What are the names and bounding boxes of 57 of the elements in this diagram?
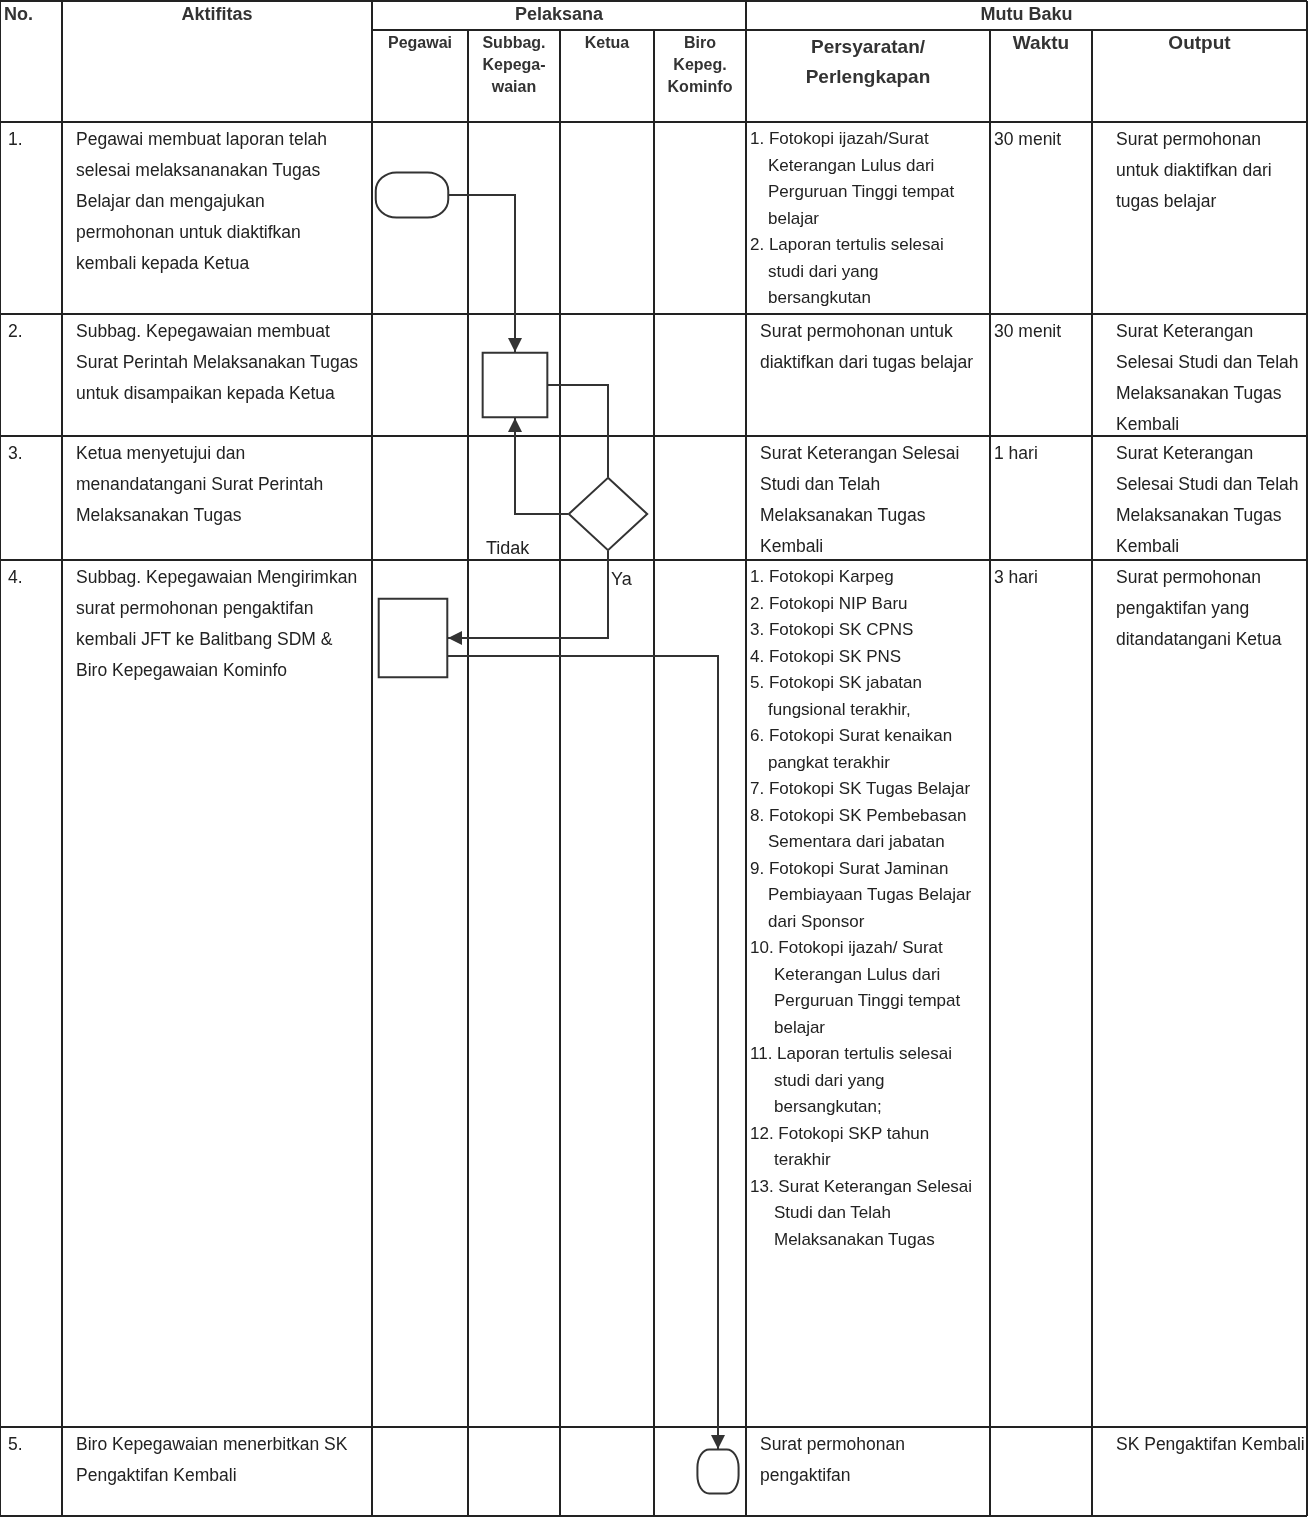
duration-text: 1 hari: [994, 442, 1039, 465]
requirement-item: 2. Fotokopi NIP Baru: [750, 592, 909, 615]
requirement-item: 9. Fotokopi Surat Jaminan Pembiayaan Tugas Belajar dari Sponsor: [750, 857, 973, 933]
cell-text: Surat permohonan untuk diaktifkan dari tugas belajar: [1116, 128, 1273, 213]
requirement-item: 3. Fotokopi SK CPNS: [750, 619, 915, 641]
row-number: 1.: [8, 128, 24, 151]
requirement-item: 4. Fotokopi SK PNS: [750, 645, 903, 668]
column-header: Biro Kepeg. Kominfo: [666, 33, 734, 97]
cell-text: Subbag. Kepegawaian Mengirimkan surat permohonan pengaktifan kembali JFT ke Balitbang SDM & Biro Kepegawaian Kominfo: [76, 566, 359, 682]
column-header: Subbag. Kepega- waian: [481, 33, 547, 97]
requirement-item: 2. Laporan tertulis selesai studi dari yang bersangkutan: [750, 234, 945, 309]
column-header: Waktu: [1011, 32, 1071, 54]
duration-text: 30 menit: [994, 128, 1063, 151]
requirement-item: 7. Fotokopi SK Tugas Belajar: [750, 778, 972, 800]
requirement-item: 11. Laporan tertulis selesai studi dari yang bersangkutan;: [750, 1043, 953, 1118]
column-header: Mutu Baku: [979, 3, 1074, 25]
cell-text: Surat Keterangan Selesai Studi dan Telah Melaksanakan Tugas Kembali: [1116, 442, 1300, 558]
column-header: Aktifitas: [180, 3, 254, 25]
duration-text: 3 hari: [994, 566, 1039, 589]
flow-arrow: [448, 194, 522, 353]
cell-text: Surat permohonan untuk diaktifkan dari tugas belajar: [760, 320, 975, 374]
column-header: No.: [4, 3, 34, 25]
requirement-item: 6. Fotokopi Surat kenaikan pangkat terakhir: [750, 725, 954, 774]
flow-arrow: [447, 550, 609, 645]
column-header: Output: [1167, 32, 1232, 54]
column-header: Pegawai: [387, 33, 453, 53]
column-header: Ketua: [583, 33, 631, 53]
terminator-shape: [697, 1449, 739, 1494]
terminator-shape: [375, 172, 449, 218]
requirement-item: 10. Fotokopi ijazah/ Surat Keterangan Lulus dari Perguruan Tinggi tempat belajar: [750, 937, 962, 1039]
requirement-item: 1. Fotokopi Karpeg: [750, 566, 895, 588]
cell-text: Pegawai membuat laporan telah selesai melaksananakan Tugas Belajar dan mengajukan permohonan untuk diaktifkan kembali kepada Ketua: [76, 128, 328, 275]
cell-text: Surat Keterangan Selesai Studi dan Telah Melaksanakan Tugas Kembali: [760, 442, 961, 558]
row-number: 5.: [8, 1433, 24, 1456]
requirement-item: 12. Fotokopi SKP tahun terakhir: [750, 1122, 931, 1171]
cell-text: Surat Keterangan Selesai Studi dan Telah Melaksanakan Tugas Kembali: [1116, 320, 1300, 436]
row-number: 3.: [8, 442, 24, 465]
requirement-item: 1. Fotokopi ijazah/Surat Keterangan Lulus dari Perguruan Tinggi tempat belajar: [750, 128, 956, 230]
flow-arrow: [508, 417, 569, 515]
cell-text: Surat permohonan pengaktifan: [760, 1433, 906, 1487]
process-box: [378, 598, 448, 678]
row-number: 2.: [8, 320, 24, 343]
requirement-item: 5. Fotokopi SK jabatan fungsional terakhir,: [750, 672, 923, 721]
cell-text: Surat permohonan pengaktifan yang ditandatangani Ketua: [1116, 566, 1283, 651]
cell-text: SK Pengaktifan Kembali: [1116, 1433, 1305, 1456]
decision-diamond: [568, 477, 648, 551]
column-header: Pelaksana: [513, 3, 605, 25]
cell-text: Ketua menyetujui dan menandatangani Surat Perintah Melaksanakan Tugas: [76, 442, 325, 527]
flow-arrow: [447, 655, 725, 1450]
column-header: Persyaratan/ Perlengkapan: [804, 35, 932, 89]
cell-text: Biro Kepegawaian menerbitkan SK Pengaktifan Kembali: [76, 1433, 349, 1487]
requirement-item: 8. Fotokopi SK Pembebasan Sementara dari jabatan: [750, 804, 968, 853]
requirement-item: 13. Surat Keterangan Selesai Studi dan Telah Melaksanakan Tugas: [750, 1175, 974, 1251]
duration-text: 30 menit: [994, 320, 1063, 343]
process-box: [482, 352, 548, 418]
row-number: 4.: [8, 566, 24, 589]
cell-text: Subbag. Kepegawaian membuat Surat Perintah Melaksanakan Tugas untuk disampaikan kepada Ketua: [76, 320, 360, 405]
